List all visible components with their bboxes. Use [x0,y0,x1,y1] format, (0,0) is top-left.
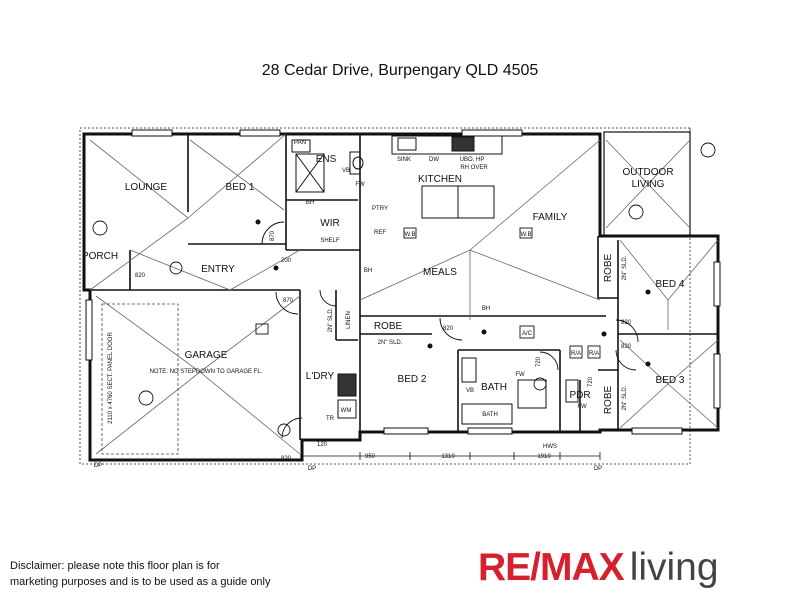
label-garage: GARAGE [185,350,228,361]
disclaimer: Disclaimer: please note this floor plan … [10,558,271,590]
disclaimer-line-1: Disclaimer: please note this floor plan … [10,560,220,572]
laundry-fixtures [337,373,357,419]
note-stepdown: NOTE: NO STEPDOWN TO GARAGE FL. [150,369,263,375]
dim-120: 120 [317,442,328,448]
note-dp-3: DP [594,466,602,472]
note-dw: DW [429,157,439,163]
outdoor-living-area [603,131,691,237]
note-sld-bed2: 2N" SLD. [378,340,403,346]
dim-200: 200 [281,258,292,264]
dim-820-garage-door: 820 [281,456,292,462]
label-outdoor-1: OUTDOOR [622,167,673,178]
label-bed4: BED 4 [656,279,685,290]
dim-720-pdr: 720 [588,376,594,387]
label-wir: WIR [320,218,339,229]
note-bh-2: BH [364,268,372,274]
note-linen: LINEN [346,311,352,329]
dim-820-bed3: 820 [621,344,632,350]
internal-walls [84,134,718,440]
label-lounge: LOUNGE [125,182,168,193]
note-bh-1: BH [306,200,314,206]
windows [85,129,721,435]
dim-950: 950 [365,454,376,460]
logo-living: living [629,546,719,589]
label-entry: ENTRY [201,264,235,275]
bath-fixtures [461,357,579,425]
note-fw-pdr: FW [577,404,587,410]
note-fw-bath: FW [515,372,525,378]
label-porch: PORCH [82,251,118,262]
note-vb-bath: VB [466,388,474,394]
label-kitchen: KITCHEN [418,174,462,185]
garage-slab-line [101,303,179,455]
dim-1310: 1310 [441,454,455,460]
roof-lines [89,133,719,455]
label-bath: BATH [481,382,507,393]
label-ens: ENS [316,154,337,165]
label-bed2: BED 2 [398,374,427,385]
note-sld-bed3: 2N" SLD. [622,385,628,410]
dim-870-bed1: 870 [270,230,276,241]
dimension-line [300,452,601,460]
note-wb-1: W.B [404,232,415,238]
note-tr: TR [326,416,335,422]
note-rh-over: RH OVER [460,165,488,171]
ensuite-fixtures [291,139,364,193]
label-family: FAMILY [533,212,568,223]
note-ptry: PTRY [372,206,388,212]
note-wb-2: W.B [520,232,531,238]
label-pdr: PDR [569,390,590,401]
logo-remax: RE/MAX [478,546,625,589]
note-shelf: SHELF [320,238,340,244]
note-bath-tub: BATH [482,412,498,418]
note-pan: PAN [294,140,306,146]
note-dp-2: DP [308,466,316,472]
label-bed1: BED 1 [226,182,255,193]
doors [261,221,639,439]
disclaimer-line-2: marketing purposes and is to be used as … [10,576,271,588]
dim-1910: 1910 [537,454,551,460]
note-ref: REF [374,230,386,236]
label-bed3: BED 3 [656,375,685,386]
label-robe-bed3: ROBE [603,386,614,415]
note-panel-door: 2110 x 4760 SECT. PANEL DOOR [108,332,114,424]
label-outdoor-2: LIVING [632,179,665,190]
note-wm: WM [341,408,352,414]
lights [255,219,651,367]
dim-820-porch: 820 [135,273,146,279]
note-sink: SINK [397,157,411,163]
note-ubo: UBO, HP [460,157,485,163]
dim-820-bed2: 820 [443,326,454,332]
note-sld-linen: 2N" SLD. [328,307,334,332]
note-dp-1: DP [94,463,102,469]
note-fw-ens: FW [355,182,365,188]
label-meals: MEALS [423,267,457,278]
address-title: 28 Cedar Drive, Burpengary QLD 4505 [261,62,539,79]
dim-720-bath: 720 [536,356,542,367]
note-vb-ens: VB [342,168,350,174]
note-bh-3: BH [482,306,490,312]
dim-820-bed4: 820 [621,320,632,326]
label-robe-bed2: ROBE [374,321,403,332]
label-ldry: L'DRY [306,371,335,382]
label-robe-bed4: ROBE [603,254,614,283]
note-sld-bed4: 2N" SLD. [622,255,628,280]
note-ra-1: R/A [571,351,581,357]
kitchen-fixtures [391,135,503,219]
note-ac: A/C [522,331,533,337]
dim-870-garage: 870 [283,298,294,304]
note-ra-2: R/A [589,351,599,357]
note-hws: HWS [543,444,557,450]
symbols [92,142,716,437]
